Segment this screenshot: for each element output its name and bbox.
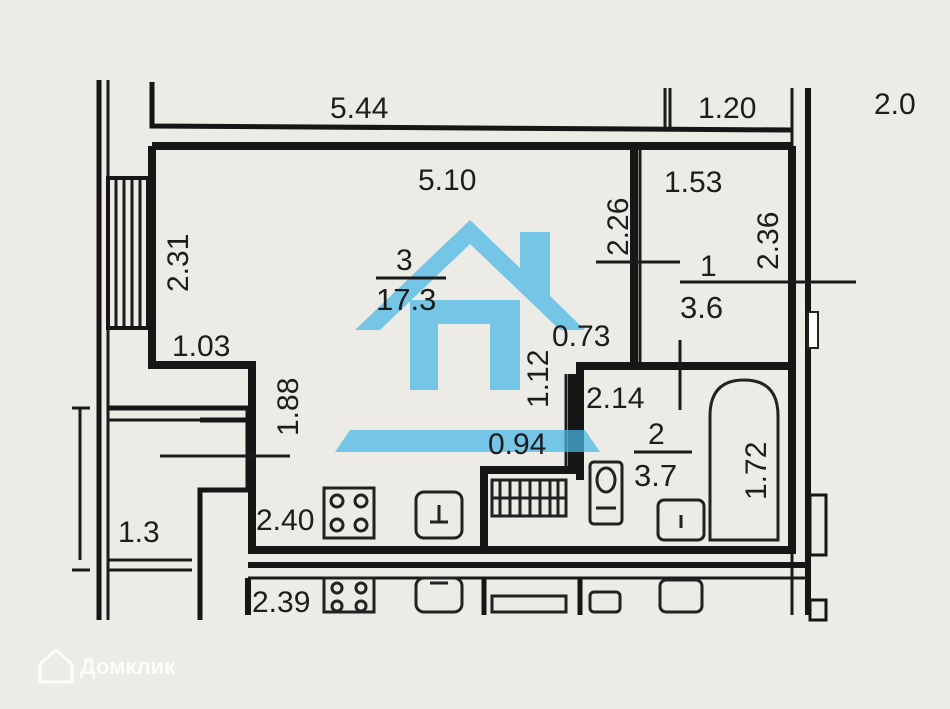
room-label: 1 3.6 xyxy=(680,250,723,325)
dim-closet-width: 0.73 xyxy=(552,320,610,353)
house-logo-icon xyxy=(38,648,74,684)
dim-lower-kitchen-width: 2.39 xyxy=(252,586,310,619)
dim-tub-length: 1.72 xyxy=(740,442,773,500)
dim-left-lower-depth: 1.88 xyxy=(272,378,305,436)
dim-wc-width: 2.14 xyxy=(586,382,644,415)
fixtures xyxy=(322,378,780,614)
dim-top-right-width: 1.20 xyxy=(698,92,756,125)
kitchen-sink-icon xyxy=(414,490,464,540)
room-number: 1 xyxy=(700,250,717,283)
kitchen-sink-icon xyxy=(414,576,464,614)
dim-top-width: 5.44 xyxy=(330,92,388,125)
dim-balcony-width: 1.3 xyxy=(118,516,160,549)
dim-closet-depth: 1.12 xyxy=(522,350,555,408)
stove-icon xyxy=(322,576,376,614)
dim-left-depth: 2.31 xyxy=(162,234,195,292)
toilet-icon xyxy=(588,590,622,614)
dim-kitchen-width: 2.40 xyxy=(256,504,314,537)
room-number: 3 xyxy=(396,244,413,277)
stove-icon xyxy=(322,486,376,540)
wash-basin-icon xyxy=(658,578,704,614)
toilet-icon xyxy=(588,460,624,526)
house-logo-icon xyxy=(335,220,600,452)
dim-bath-top-width: 1.53 xyxy=(664,166,722,199)
dim-outside-right: 2.0 xyxy=(874,88,916,121)
brand-watermark: Домклик xyxy=(38,648,176,684)
room-label: 2 3.7 xyxy=(634,418,692,493)
walls xyxy=(72,80,856,622)
room-area: 3.7 xyxy=(634,458,677,493)
brand-name: Домклик xyxy=(80,654,176,679)
bathtub-icon xyxy=(708,378,780,542)
room-label: 3 17.3 xyxy=(376,244,446,317)
room-area: 17.3 xyxy=(376,282,436,317)
dim-niche-width: 0.94 xyxy=(488,428,546,461)
room-number: 2 xyxy=(648,418,665,451)
wash-basin-icon xyxy=(656,498,706,542)
radiator-icon xyxy=(490,594,568,614)
dim-left-step: 1.03 xyxy=(172,330,230,363)
dim-corridor-depth: 2.26 xyxy=(602,198,635,256)
radiator-icon xyxy=(490,478,568,518)
room-area: 3.6 xyxy=(680,290,723,325)
dim-bath-right-depth: 2.36 xyxy=(752,212,785,270)
dim-room-width: 5.10 xyxy=(418,164,476,197)
